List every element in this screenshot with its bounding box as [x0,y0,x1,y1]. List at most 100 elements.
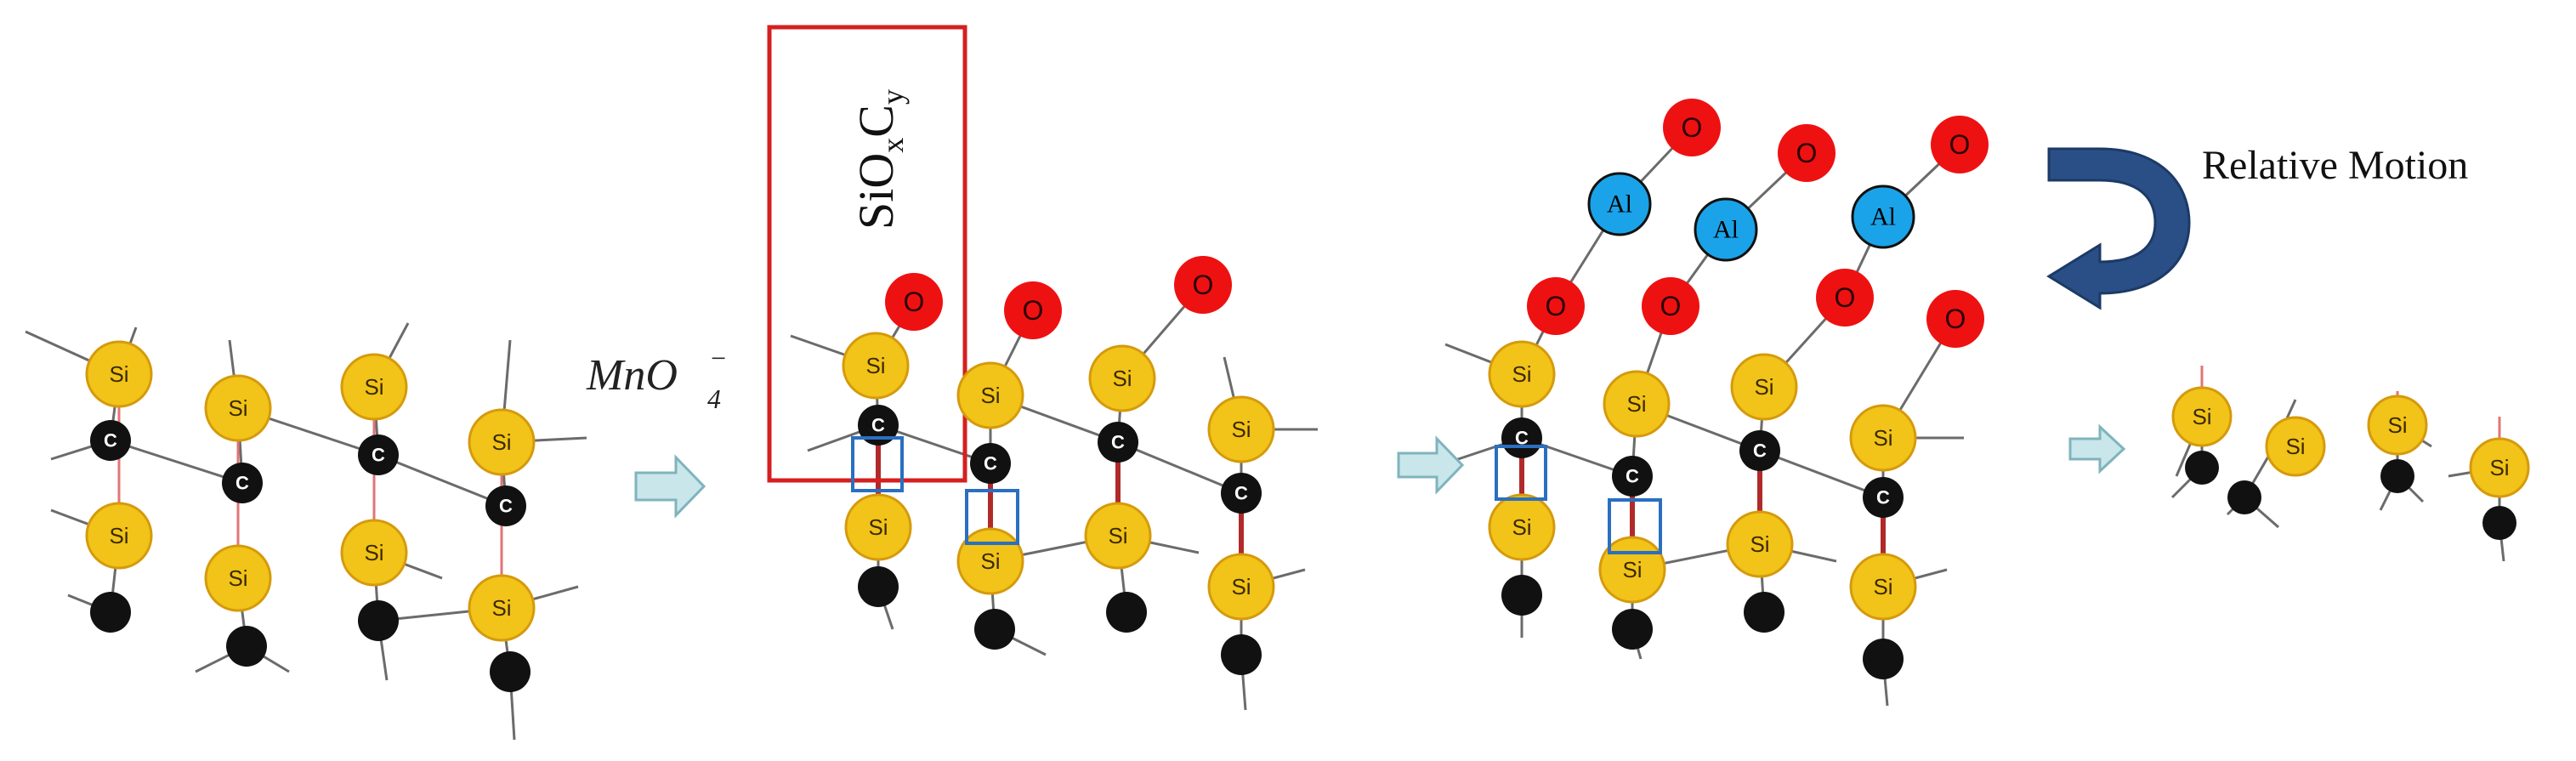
o-atom-label: O [1949,129,1971,160]
si-atom-label: Si [1512,514,1531,540]
si-atom: Si [340,519,408,587]
al-atom-label: Al [1607,190,1632,219]
si-atom: Si [1726,510,1794,578]
c-atom-label: C [1111,432,1125,453]
c-atom [2380,459,2414,493]
o-atom: O [1004,281,1062,339]
si-atom: Si [468,408,536,476]
si-atom-label: Si [2387,412,2407,438]
o-atom-label: O [904,287,925,317]
c-atom [1612,609,1653,650]
si-atom: Si [1088,344,1156,412]
si-atom-label: Si [228,395,247,421]
si-atom: Si [1207,395,1275,463]
si-atom: Si [340,353,408,421]
si-atom-label: Si [1108,523,1127,548]
si-atom: Si [1730,353,1798,421]
o-atom-label: O [1023,295,1044,326]
si-atom-label: Si [109,361,128,387]
si-atom-label: Si [1754,374,1773,400]
si-atom: Si [1603,370,1671,438]
si-atom-label: Si [364,540,383,565]
o-atom: O [1931,116,1989,173]
c-atom: C [1863,477,1904,518]
o-atom-label: O [1660,291,1682,321]
defect-marker [965,489,1019,545]
c-atom-label: C [372,445,385,466]
si-atom-label: Si [865,353,885,378]
si-atom-label: Si [1626,391,1646,417]
c-atom-label: C [871,415,885,436]
si-atom: Si [204,374,272,442]
defect-marker [851,436,904,492]
si-atom-label: Si [1873,574,1892,599]
si-atom-label: Si [2489,455,2509,480]
o-atom: O [1174,256,1232,314]
c-atom [2185,451,2219,485]
process-arrow-2 [1397,435,1465,495]
si-atom-label: Si [2285,434,2305,459]
si-atom-label: Si [228,565,247,591]
o-atom-label: O [1945,304,1966,334]
curved-arrow-icon [2046,147,2191,310]
o-atom: O [1816,269,1874,327]
c-atom [90,592,131,633]
c-atom: C [222,463,263,503]
si-atom: Si [1849,553,1917,621]
si-atom: Si [844,493,912,561]
reagent-label: MnO 4 − [586,343,728,414]
si-atom: Si [85,502,153,570]
c-atom [2227,480,2261,514]
c-atom-label: C [1515,428,1529,449]
c-atom: C [485,486,526,526]
c-atom [490,651,531,692]
c-atom [226,626,267,667]
c-atom: C [970,443,1011,484]
reagent-superscript: − [709,343,728,373]
si-atom-label: Si [1231,574,1251,599]
c-atom: C [1612,456,1653,497]
c-atom-label: C [1626,466,1639,487]
siocy-highlight-box [767,25,967,483]
si-atom: Si [468,574,536,642]
c-atom [1501,575,1542,616]
stage2-oxidized-layer: SiOxCy O O O Si Si Si Si Si Si Si Si C C… [767,25,1275,675]
c-atom: C [1739,430,1780,471]
c-atom-label: C [499,496,513,517]
o-atom: O [1778,124,1836,182]
al-atom-label: Al [1713,216,1739,244]
o-atom: O [1926,290,1984,348]
o-atom: O [1663,99,1721,156]
c-atom-label: C [1876,487,1890,508]
c-atom [1221,634,1262,675]
si-atom: Si [956,361,1024,429]
si-atom-label: Si [1112,366,1132,391]
o-atom: O [885,273,943,331]
reagent-subscript: 4 [707,383,721,414]
si-atom-label: Si [364,374,383,400]
c-atom: C [1221,473,1262,514]
si-atom-label: Si [1750,531,1769,557]
c-atom: C [90,420,131,461]
c-atom [858,566,899,607]
si-atom-label: Si [2192,404,2211,429]
defect-marker [1608,498,1662,554]
si-atom: Si [2265,416,2326,477]
c-atom: C [1501,417,1542,458]
stage4-sheared-fragments: Si Si Si Si [2171,386,2530,540]
o-atom-label: O [1796,138,1818,168]
al-atom: Al [1851,185,1915,249]
o-atom-label: O [1546,291,1567,321]
al-atom-label: Al [1870,203,1896,231]
defect-marker [1495,445,1547,501]
si-atom-label: Si [980,548,1000,574]
si-atom-label: Si [868,514,888,540]
c-atom: C [858,405,899,446]
si-atom-label: Si [491,429,511,455]
relative-motion-indicator: Relative Motion [2046,143,2468,310]
layer-formula: SiOxCy [848,89,910,230]
si-atom: Si [2469,437,2530,498]
c-atom [1863,639,1904,679]
si-atom: Si [1488,340,1556,408]
